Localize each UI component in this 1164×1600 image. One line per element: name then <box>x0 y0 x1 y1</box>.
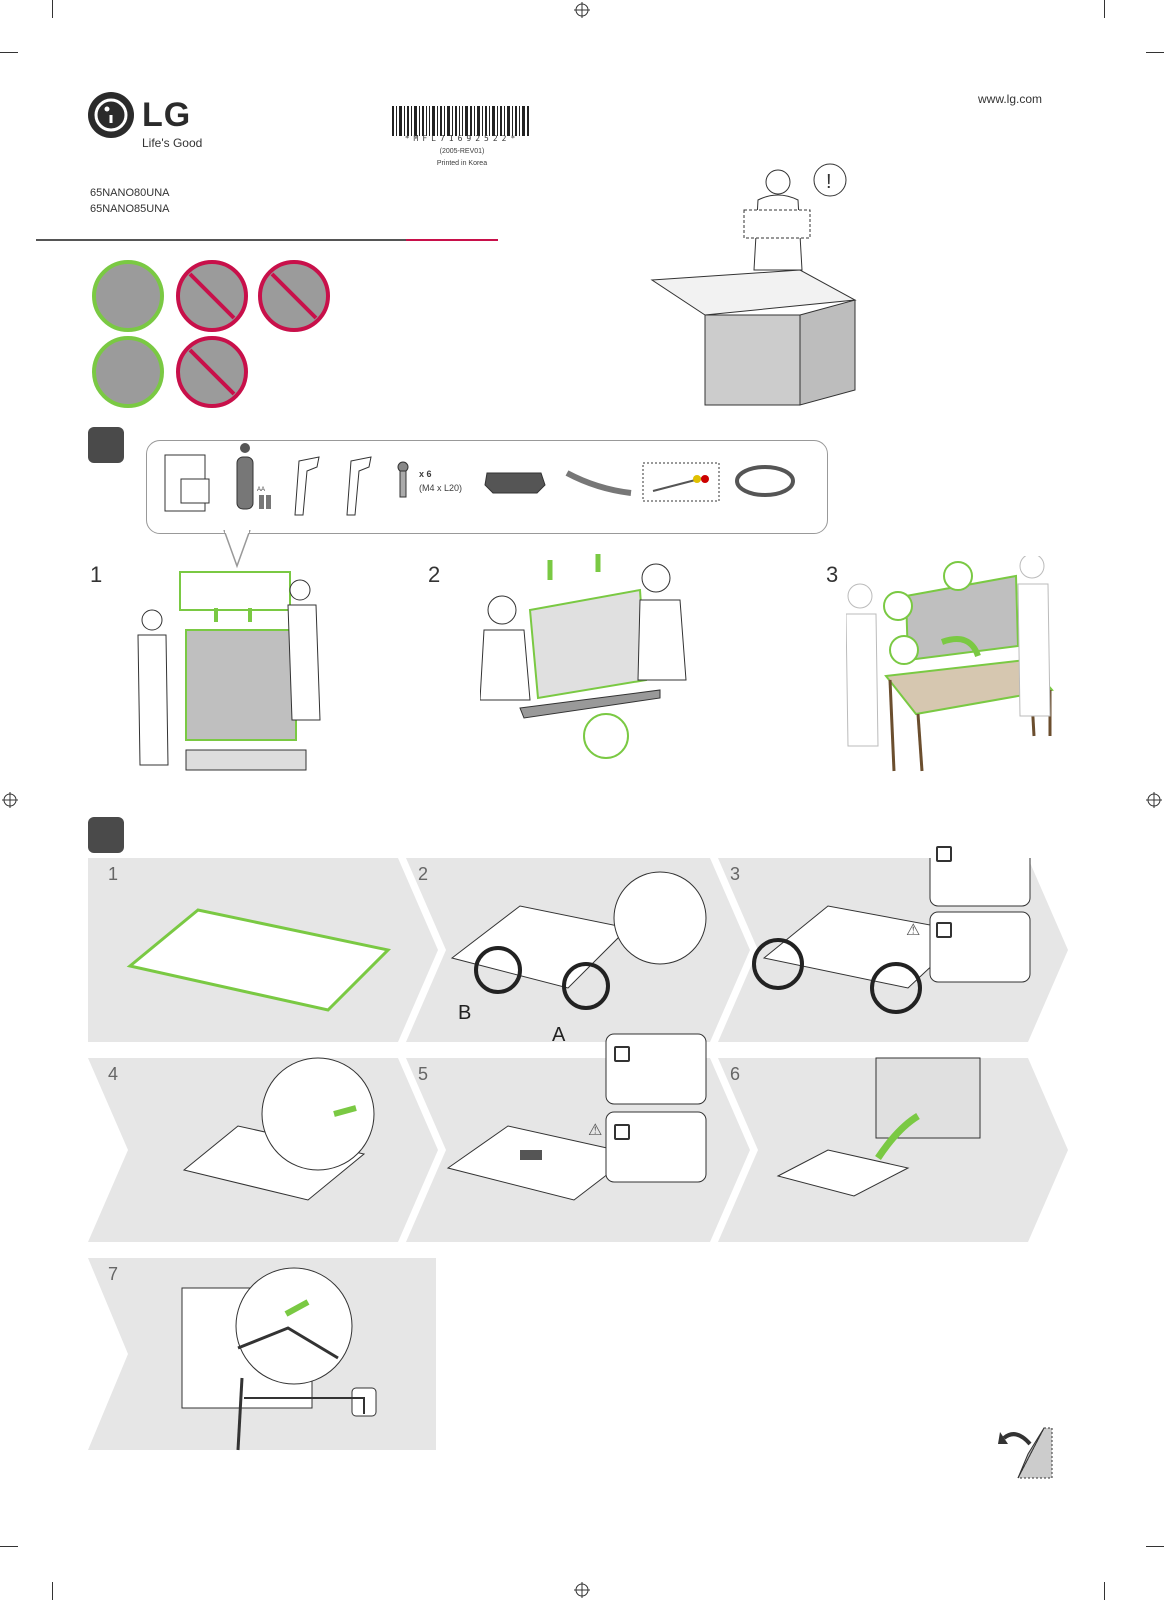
assembly-step-number: 5 <box>418 1064 429 1084</box>
screwdriver-icon <box>88 817 124 853</box>
unpack-place-on-table-illustration <box>846 556 1054 772</box>
bubble-tail <box>223 530 251 569</box>
brand-name: LG <box>142 96 192 134</box>
lock-icon <box>936 846 952 862</box>
header-divider-accent <box>406 239 498 241</box>
unpack-step-number: 1 <box>90 562 103 587</box>
barcode <box>392 106 529 136</box>
assembly-step-number: 1 <box>108 864 119 884</box>
registration-mark-icon <box>574 2 590 18</box>
printed-in: Printed in Korea <box>436 160 488 167</box>
revision-code: (2005-REV01) <box>439 148 485 155</box>
warning-icon: ⚠ <box>588 1122 603 1139</box>
unlock-icon <box>614 1124 630 1140</box>
registration-mark-icon <box>2 792 18 808</box>
unpack-remove-top-illustration <box>137 571 321 771</box>
battery-label: AA <box>257 487 266 493</box>
crop-mark <box>1146 1546 1164 1547</box>
accessories-bubble: x 6 (M4 x L20) AA <box>146 440 828 534</box>
crop-mark <box>1104 0 1105 18</box>
header-divider <box>36 239 498 241</box>
carry-flat-no-icon <box>258 260 330 332</box>
unpack-lift-tv-illustration <box>480 554 687 759</box>
package-contents-icon <box>88 427 124 463</box>
model-number: 65NANO80UNA <box>90 187 170 199</box>
barcode-text: *MFL71692522* <box>404 134 520 143</box>
svg-text:!: ! <box>826 171 832 193</box>
website-url: www.lg.com <box>977 92 1042 106</box>
stand-label-b: B <box>458 1002 472 1024</box>
warning-icon: ⚠ <box>906 922 921 939</box>
box-opening-illustration: ! <box>650 163 857 406</box>
assembly-step-number: 6 <box>730 1064 741 1084</box>
carry-by-two-ok-icon <box>92 260 164 332</box>
stand-label-a: A <box>552 1024 566 1046</box>
crop-mark <box>0 1546 18 1547</box>
turn-page-icon <box>998 1427 1053 1479</box>
unlock-icon <box>936 922 952 938</box>
unpack-step-number: 3 <box>826 562 839 587</box>
crop-mark <box>0 52 18 53</box>
screw-quantity: x 6 <box>419 469 432 479</box>
assembly-panels <box>88 858 1068 1451</box>
registration-mark-icon <box>1146 792 1162 808</box>
crop-mark <box>52 1582 53 1600</box>
crop-mark <box>1104 1582 1105 1600</box>
registration-mark-icon <box>574 1582 590 1598</box>
brand-tagline: Life's Good <box>142 136 203 150</box>
lock-icon <box>614 1046 630 1062</box>
model-number: 65NANO85UNA <box>90 203 170 215</box>
assembly-step-number: 4 <box>108 1064 119 1084</box>
hold-edge-ok-icon <box>92 336 164 408</box>
assembly-step-number: 7 <box>108 1264 119 1284</box>
carry-one-person-no-icon <box>176 260 248 332</box>
assembly-step-number: 3 <box>730 864 741 884</box>
press-screen-no-icon <box>176 336 248 408</box>
crop-mark <box>52 0 53 18</box>
screw-spec: (M4 x L20) <box>419 483 463 493</box>
assembly-step-number: 2 <box>418 864 429 884</box>
model-list: 65NANO80UNA 65NANO85UNA <box>90 185 169 217</box>
lg-logo-icon <box>88 92 134 138</box>
unpack-step-number: 2 <box>428 562 441 587</box>
crop-mark <box>1146 52 1164 53</box>
